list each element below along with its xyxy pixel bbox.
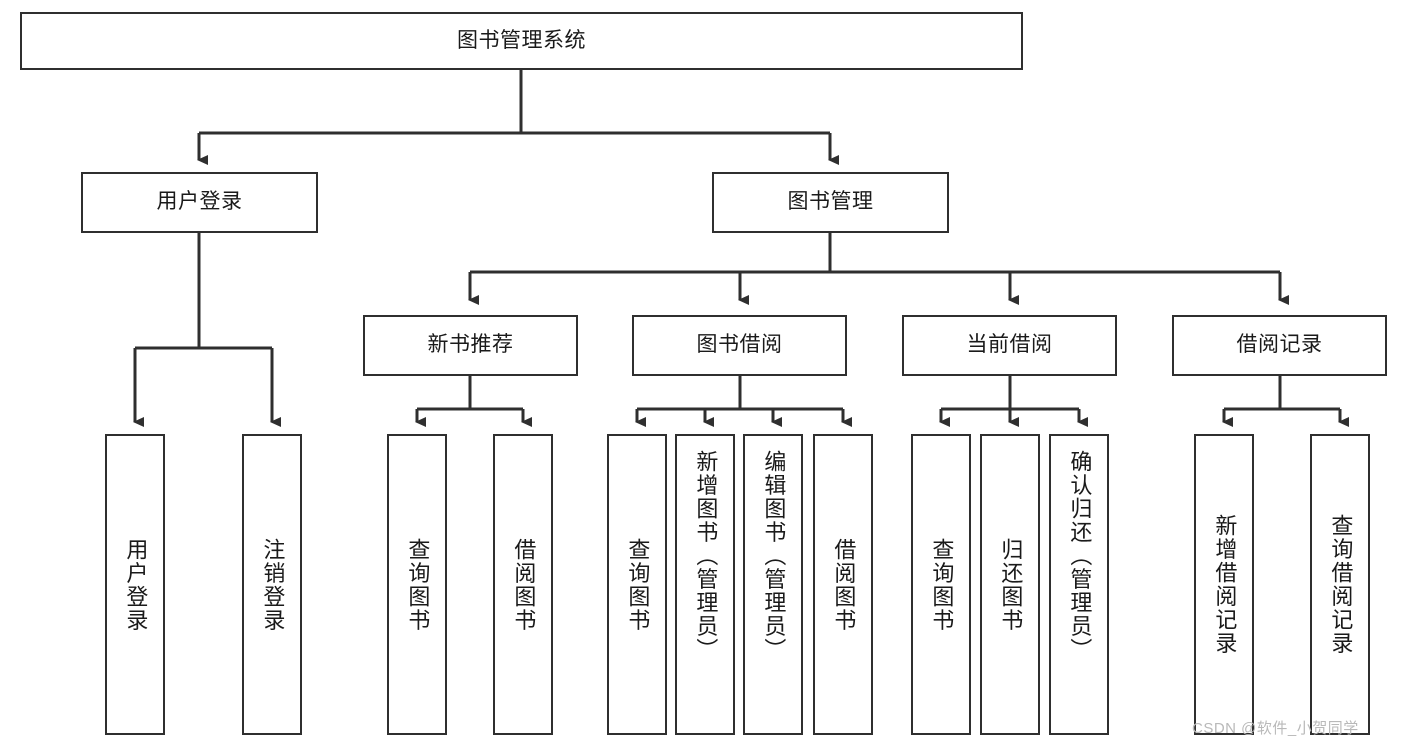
leaf-current-borrow-query-book[interactable]: 查询图书	[911, 434, 971, 735]
node-label: 图书管理系统	[457, 28, 586, 52]
node-label: 确认归还（管理员）	[1067, 450, 1093, 662]
leaf-book-borrow-borrow-book[interactable]: 借阅图书	[813, 434, 873, 735]
node-user-login[interactable]: 用户登录	[81, 172, 318, 233]
node-label: 新增借阅记录	[1212, 514, 1238, 655]
leaf-book-borrow-query-book[interactable]: 查询图书	[607, 434, 667, 735]
leaf-book-borrow-add-book-admin[interactable]: 新增图书（管理员）	[675, 434, 735, 735]
csdn-watermark: CSDN @软件_小贺同学	[1192, 720, 1359, 737]
node-book-management[interactable]: 图书管理	[712, 172, 949, 233]
node-new-book-recommend[interactable]: 新书推荐	[363, 315, 578, 376]
node-label: 编辑图书（管理员）	[761, 450, 787, 662]
node-label: 借阅图书	[831, 537, 857, 632]
leaf-borrow-record-add-record[interactable]: 新增借阅记录	[1194, 434, 1254, 735]
node-label: 新书推荐	[427, 333, 514, 357]
node-label: 用户登录	[123, 537, 149, 632]
leaf-new-book-borrow-book[interactable]: 借阅图书	[493, 434, 553, 735]
node-root-system[interactable]: 图书管理系统	[20, 12, 1023, 70]
node-label: 图书管理	[787, 190, 874, 214]
node-label: 借阅记录	[1236, 333, 1323, 357]
node-label: 用户登录	[156, 190, 243, 214]
node-label: 当前借阅	[966, 333, 1053, 357]
node-borrow-record[interactable]: 借阅记录	[1172, 315, 1387, 376]
leaf-current-borrow-confirm-return-admin[interactable]: 确认归还（管理员）	[1049, 434, 1109, 735]
node-label: 查询图书	[929, 537, 955, 632]
node-label: 查询借阅记录	[1328, 514, 1354, 655]
node-label: 注销登录	[260, 537, 286, 632]
node-current-borrow[interactable]: 当前借阅	[902, 315, 1117, 376]
node-label: 借阅图书	[511, 537, 537, 632]
node-label: 新增图书（管理员）	[693, 450, 719, 662]
leaf-book-borrow-edit-book-admin[interactable]: 编辑图书（管理员）	[743, 434, 803, 735]
node-label: 图书借阅	[696, 333, 783, 357]
node-book-borrow[interactable]: 图书借阅	[632, 315, 847, 376]
leaf-new-book-query-book[interactable]: 查询图书	[387, 434, 447, 735]
node-label: 查询图书	[625, 537, 651, 632]
node-label: 查询图书	[405, 537, 431, 632]
leaf-user-login-logout[interactable]: 注销登录	[242, 434, 302, 735]
leaf-current-borrow-return-book[interactable]: 归还图书	[980, 434, 1040, 735]
leaf-borrow-record-query-record[interactable]: 查询借阅记录	[1310, 434, 1370, 735]
node-label: 归还图书	[998, 537, 1024, 632]
leaf-user-login-login[interactable]: 用户登录	[105, 434, 165, 735]
